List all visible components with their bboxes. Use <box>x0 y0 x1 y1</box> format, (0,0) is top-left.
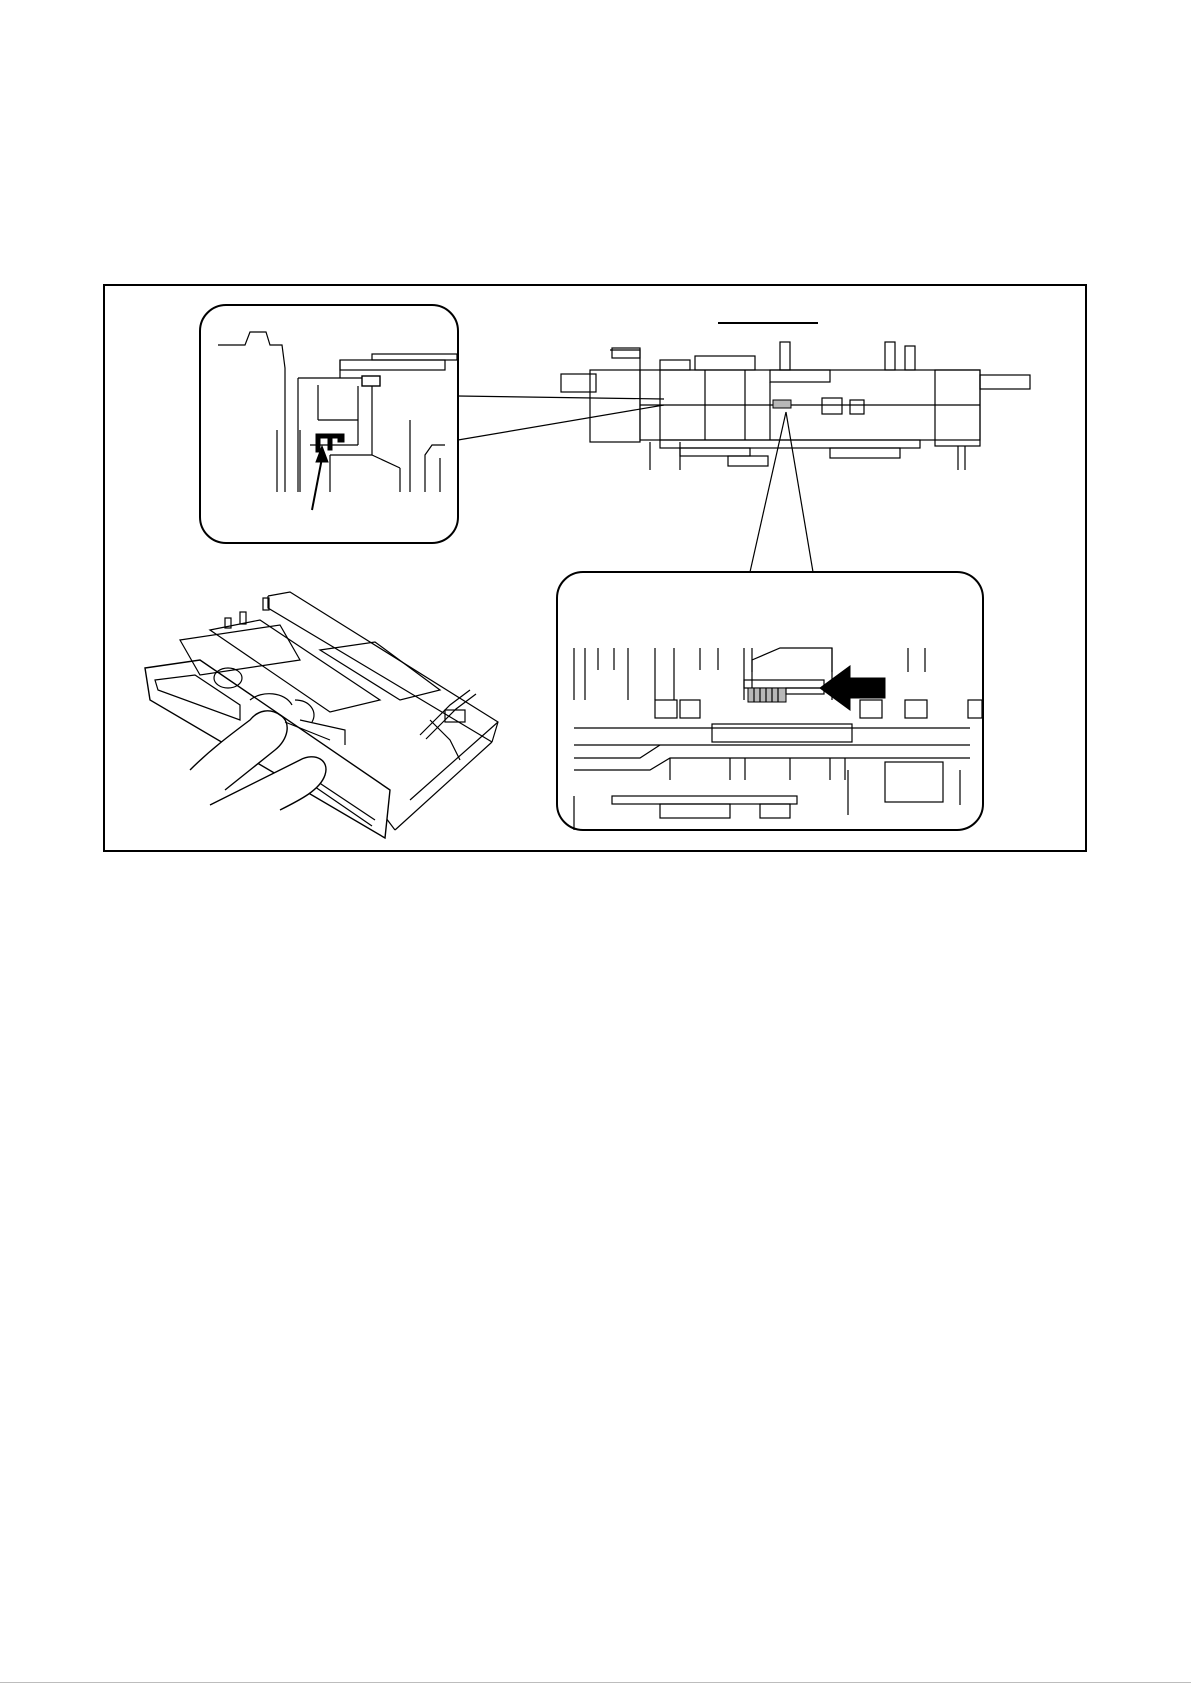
detail-clip-inset <box>200 305 458 543</box>
detail-connector-inset <box>557 572 983 830</box>
page-bottom-rule <box>0 1682 1191 1683</box>
arrow-left-bold-icon <box>820 666 885 710</box>
isometric-unit-with-hands <box>145 592 498 838</box>
side-view-mechanism <box>561 323 1030 470</box>
